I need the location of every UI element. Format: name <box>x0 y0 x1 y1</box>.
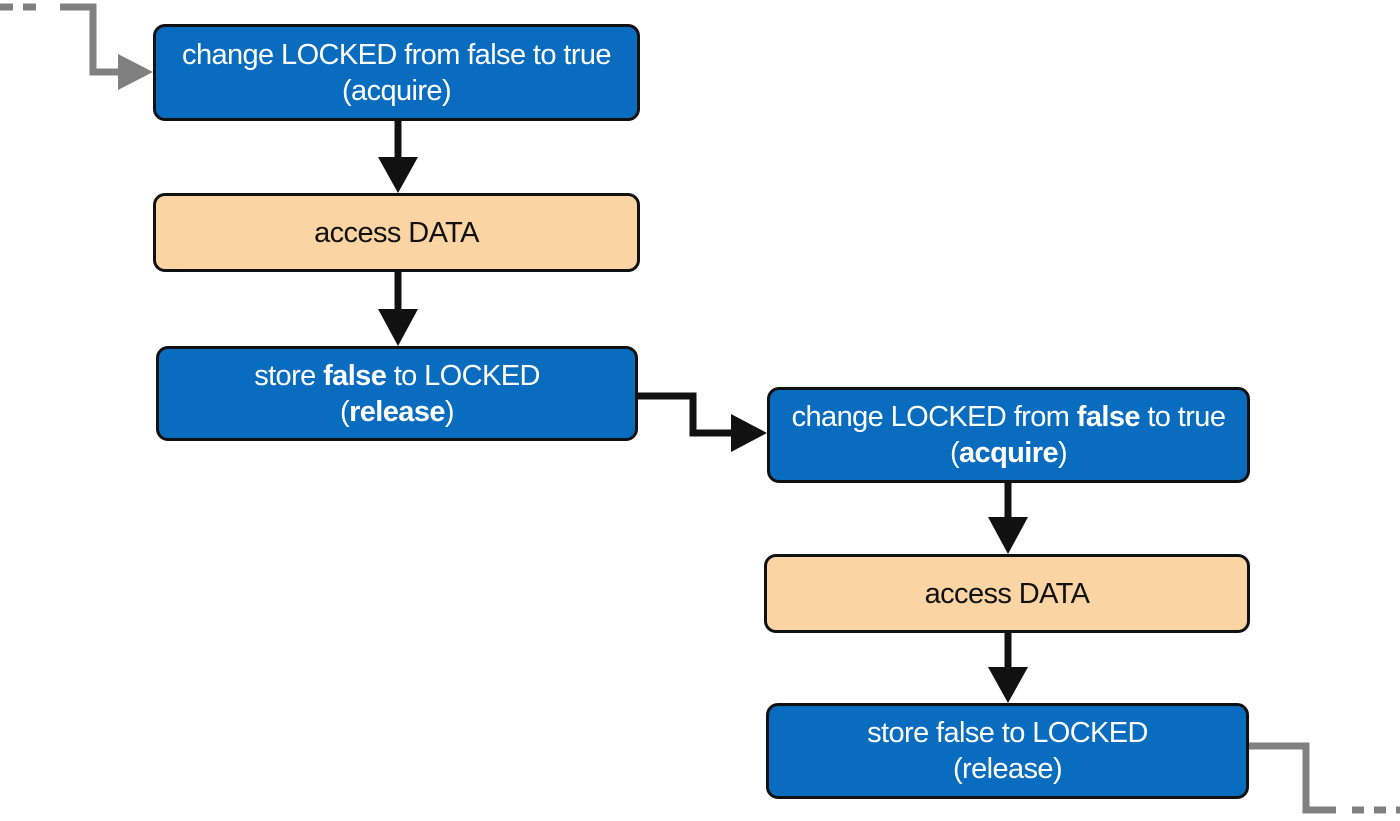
access-data-node-1: access DATA <box>153 193 640 272</box>
acquire-node-1-line-2: (acquire) <box>341 74 452 107</box>
acquire-node-1-line-1: change LOCKED from false to true <box>182 38 612 71</box>
acquire-node-1: change LOCKED from false to true (acquir… <box>153 24 640 121</box>
release-node-2-line-2: (release) <box>952 753 1063 785</box>
arrow-acquire-to-access-1 <box>378 121 418 193</box>
arrow-release-to-acquire-2 <box>638 392 767 452</box>
release-node-1-line-1: store false to LOCKED <box>254 359 540 392</box>
arrow-access-to-release-1 <box>378 272 418 346</box>
access-data-node-2-label: access DATA <box>924 577 1090 610</box>
release-node-2: store false to LOCKED (release) <box>766 703 1249 799</box>
access-data-node-2: access DATA <box>764 554 1250 633</box>
release-node-2-line-1: store false to LOCKED <box>867 717 1148 749</box>
access-data-node-1-label: access DATA <box>314 216 479 249</box>
acquire-node-2: change LOCKED from false to true (acquir… <box>767 387 1250 483</box>
incoming-arrowhead <box>118 54 153 90</box>
acquire-node-2-line-2: (acquire) <box>949 437 1068 469</box>
acquire-node-2-line-1: change LOCKED from false to true <box>791 401 1226 433</box>
arrow-acquire-to-access-2 <box>988 483 1028 554</box>
outgoing-continuation-connector <box>1249 742 1400 814</box>
incoming-continuation-connector <box>0 3 123 76</box>
arrow-access-to-release-2 <box>988 633 1028 703</box>
release-node-1-line-2: (release) <box>340 395 455 428</box>
release-node-1: store false to LOCKED (release) <box>156 346 638 441</box>
